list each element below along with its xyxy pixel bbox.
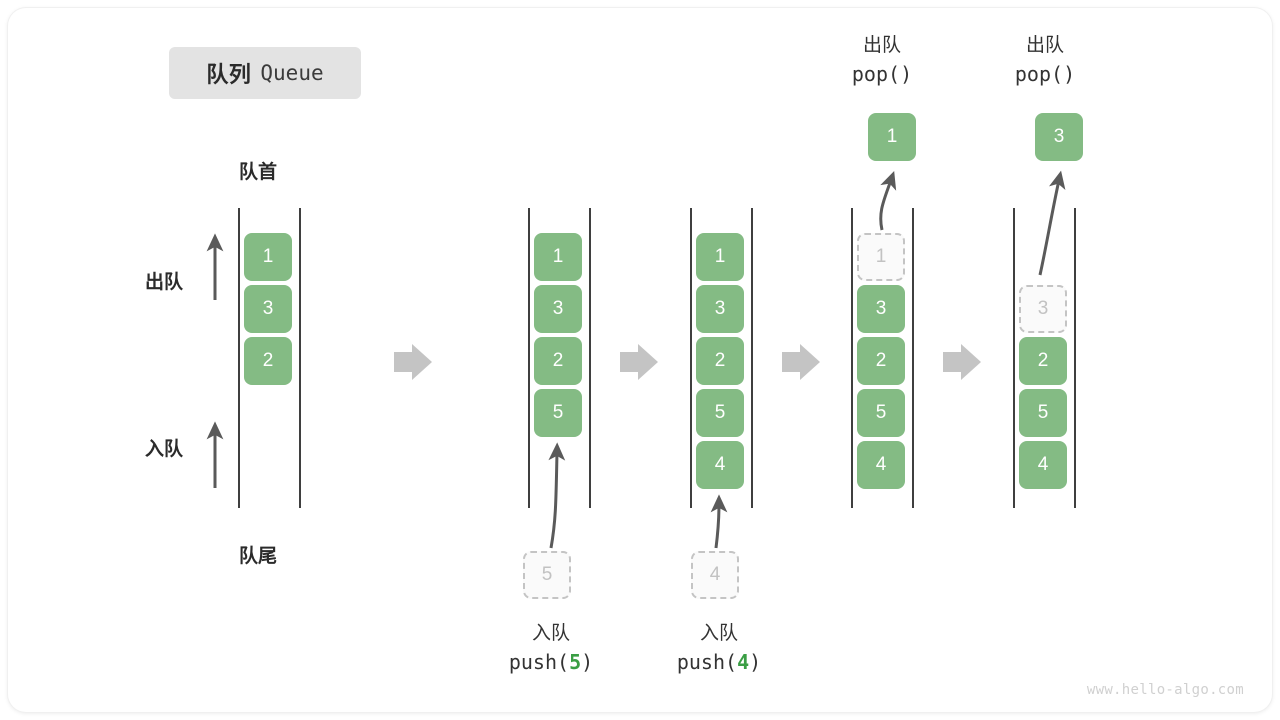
caption-pop-1: 出队 pop() (792, 32, 972, 89)
popped-element: 1 (868, 113, 916, 161)
label-head: 队首 (239, 162, 278, 183)
queue-element: 2 (857, 337, 905, 385)
watermark: www.hello-algo.com (1086, 682, 1244, 698)
caption-push-4: 入队 push(4) (639, 620, 799, 677)
code-suffix: ) (749, 649, 762, 674)
queue-element: 5 (534, 389, 582, 437)
title-en: Queue (260, 61, 324, 85)
queue-element: 1 (534, 233, 582, 281)
caption-line1: 出队 (862, 35, 901, 56)
queue-element: 2 (244, 337, 292, 385)
queue-element: 5 (696, 389, 744, 437)
queue-element-ghost: 3 (1019, 285, 1067, 333)
incoming-element-ghost: 5 (523, 551, 571, 599)
label-enqueue: 入队 (145, 439, 184, 460)
queue-element: 3 (534, 285, 582, 333)
caption-pop-3: 出队 pop() (955, 32, 1135, 89)
queue-element: 4 (857, 441, 905, 489)
rail-left (1013, 208, 1015, 508)
queue-element: 5 (857, 389, 905, 437)
rail-right (912, 208, 914, 508)
caption-code: push(5) (471, 648, 631, 677)
caption-push-5: 入队 push(5) (471, 620, 631, 677)
queue-element: 3 (696, 285, 744, 333)
queue-element: 3 (857, 285, 905, 333)
rail-right (589, 208, 591, 508)
code-prefix: push( (508, 649, 570, 674)
queue-element: 4 (1019, 441, 1067, 489)
queue-element: 2 (1019, 337, 1067, 385)
title-badge: 队列 Queue (169, 47, 361, 99)
caption-line1: 入队 (699, 623, 738, 644)
rail-right (751, 208, 753, 508)
queue-element: 2 (534, 337, 582, 385)
code-number: 4 (737, 649, 750, 674)
queue-element: 4 (696, 441, 744, 489)
code-suffix: ) (581, 649, 594, 674)
caption-code: pop() (955, 60, 1135, 89)
queue-element-ghost: 1 (857, 233, 905, 281)
diagram-card (8, 8, 1272, 712)
rail-left (528, 208, 530, 508)
rail-left (690, 208, 692, 508)
queue-element: 5 (1019, 389, 1067, 437)
caption-code: push(4) (639, 648, 799, 677)
popped-element: 3 (1035, 113, 1083, 161)
rail-left (238, 208, 240, 508)
code-number: 5 (569, 649, 582, 674)
code-suffix: ) (1063, 61, 1076, 86)
incoming-element-ghost: 4 (691, 551, 739, 599)
code-prefix: pop( (1014, 61, 1064, 86)
caption-line1: 出队 (1025, 35, 1064, 56)
rail-left (851, 208, 853, 508)
queue-element: 1 (244, 233, 292, 281)
code-prefix: pop( (851, 61, 901, 86)
code-prefix: push( (676, 649, 738, 674)
label-tail: 队尾 (239, 546, 278, 567)
caption-code: pop() (792, 60, 972, 89)
code-suffix: ) (900, 61, 913, 86)
queue-element: 3 (244, 285, 292, 333)
queue-element: 1 (696, 233, 744, 281)
caption-line1: 入队 (531, 623, 570, 644)
queue-element: 2 (696, 337, 744, 385)
rail-right (299, 208, 301, 508)
title-cn: 队列 (206, 62, 252, 87)
rail-right (1074, 208, 1076, 508)
label-dequeue: 出队 (145, 272, 184, 293)
